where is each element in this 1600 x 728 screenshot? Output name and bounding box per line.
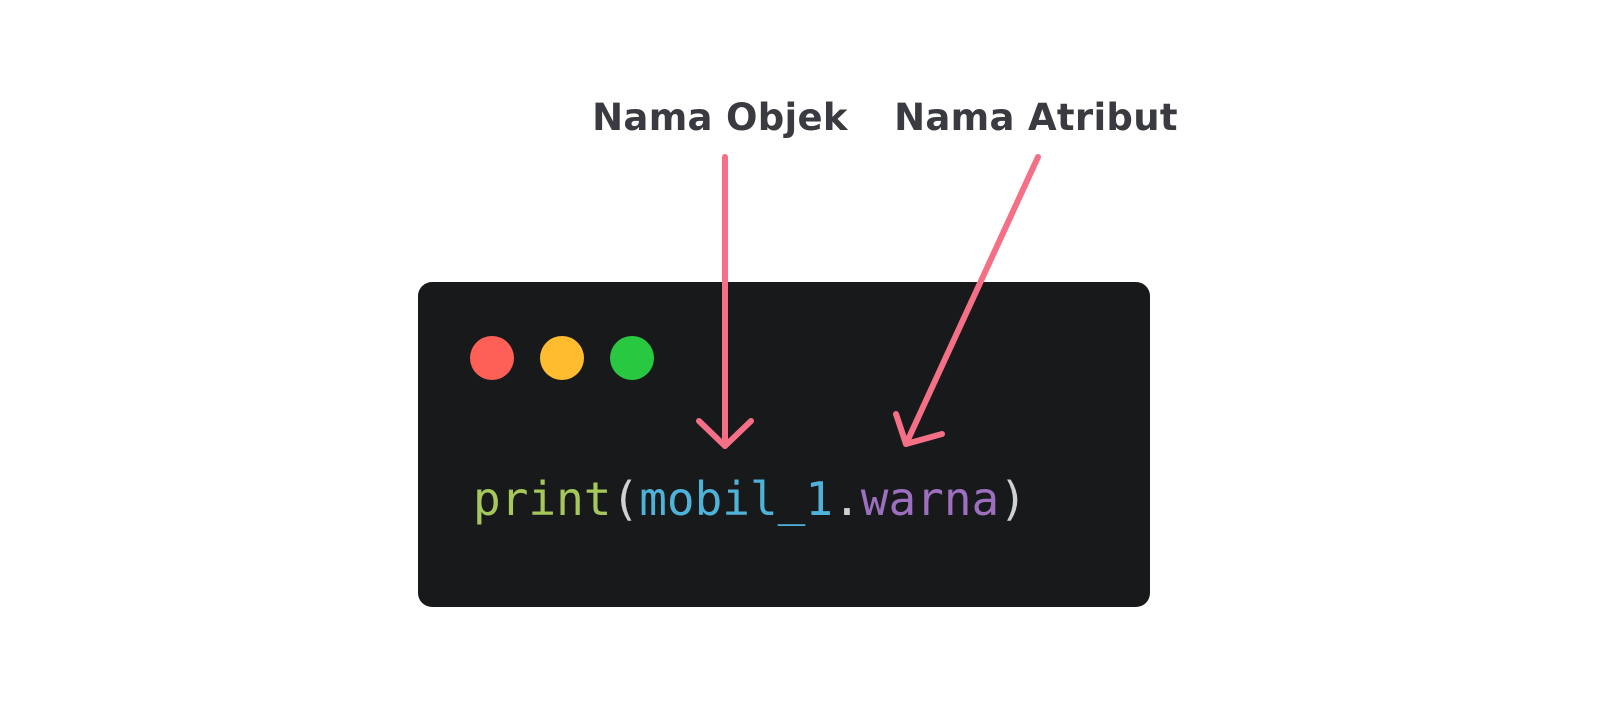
code-function: print bbox=[473, 472, 612, 526]
code-dot: . bbox=[833, 472, 861, 526]
code-line: print(mobil_1.warna) bbox=[473, 472, 1027, 526]
maximize-dot-icon bbox=[610, 336, 654, 380]
code-paren-open: ( bbox=[611, 472, 640, 526]
code-object: mobil_1 bbox=[639, 472, 834, 526]
code-paren-close: ) bbox=[999, 472, 1027, 526]
close-dot-icon bbox=[470, 336, 514, 380]
object-arrow bbox=[696, 154, 754, 449]
attribute-name-label: Nama Atribut bbox=[894, 96, 1178, 139]
code-attribute: warna bbox=[860, 472, 1000, 526]
minimize-dot-icon bbox=[540, 336, 584, 380]
code-window: print(mobil_1.warna) bbox=[418, 282, 1150, 607]
object-name-label: Nama Objek bbox=[592, 96, 848, 139]
attribute-arrow bbox=[893, 154, 1041, 447]
